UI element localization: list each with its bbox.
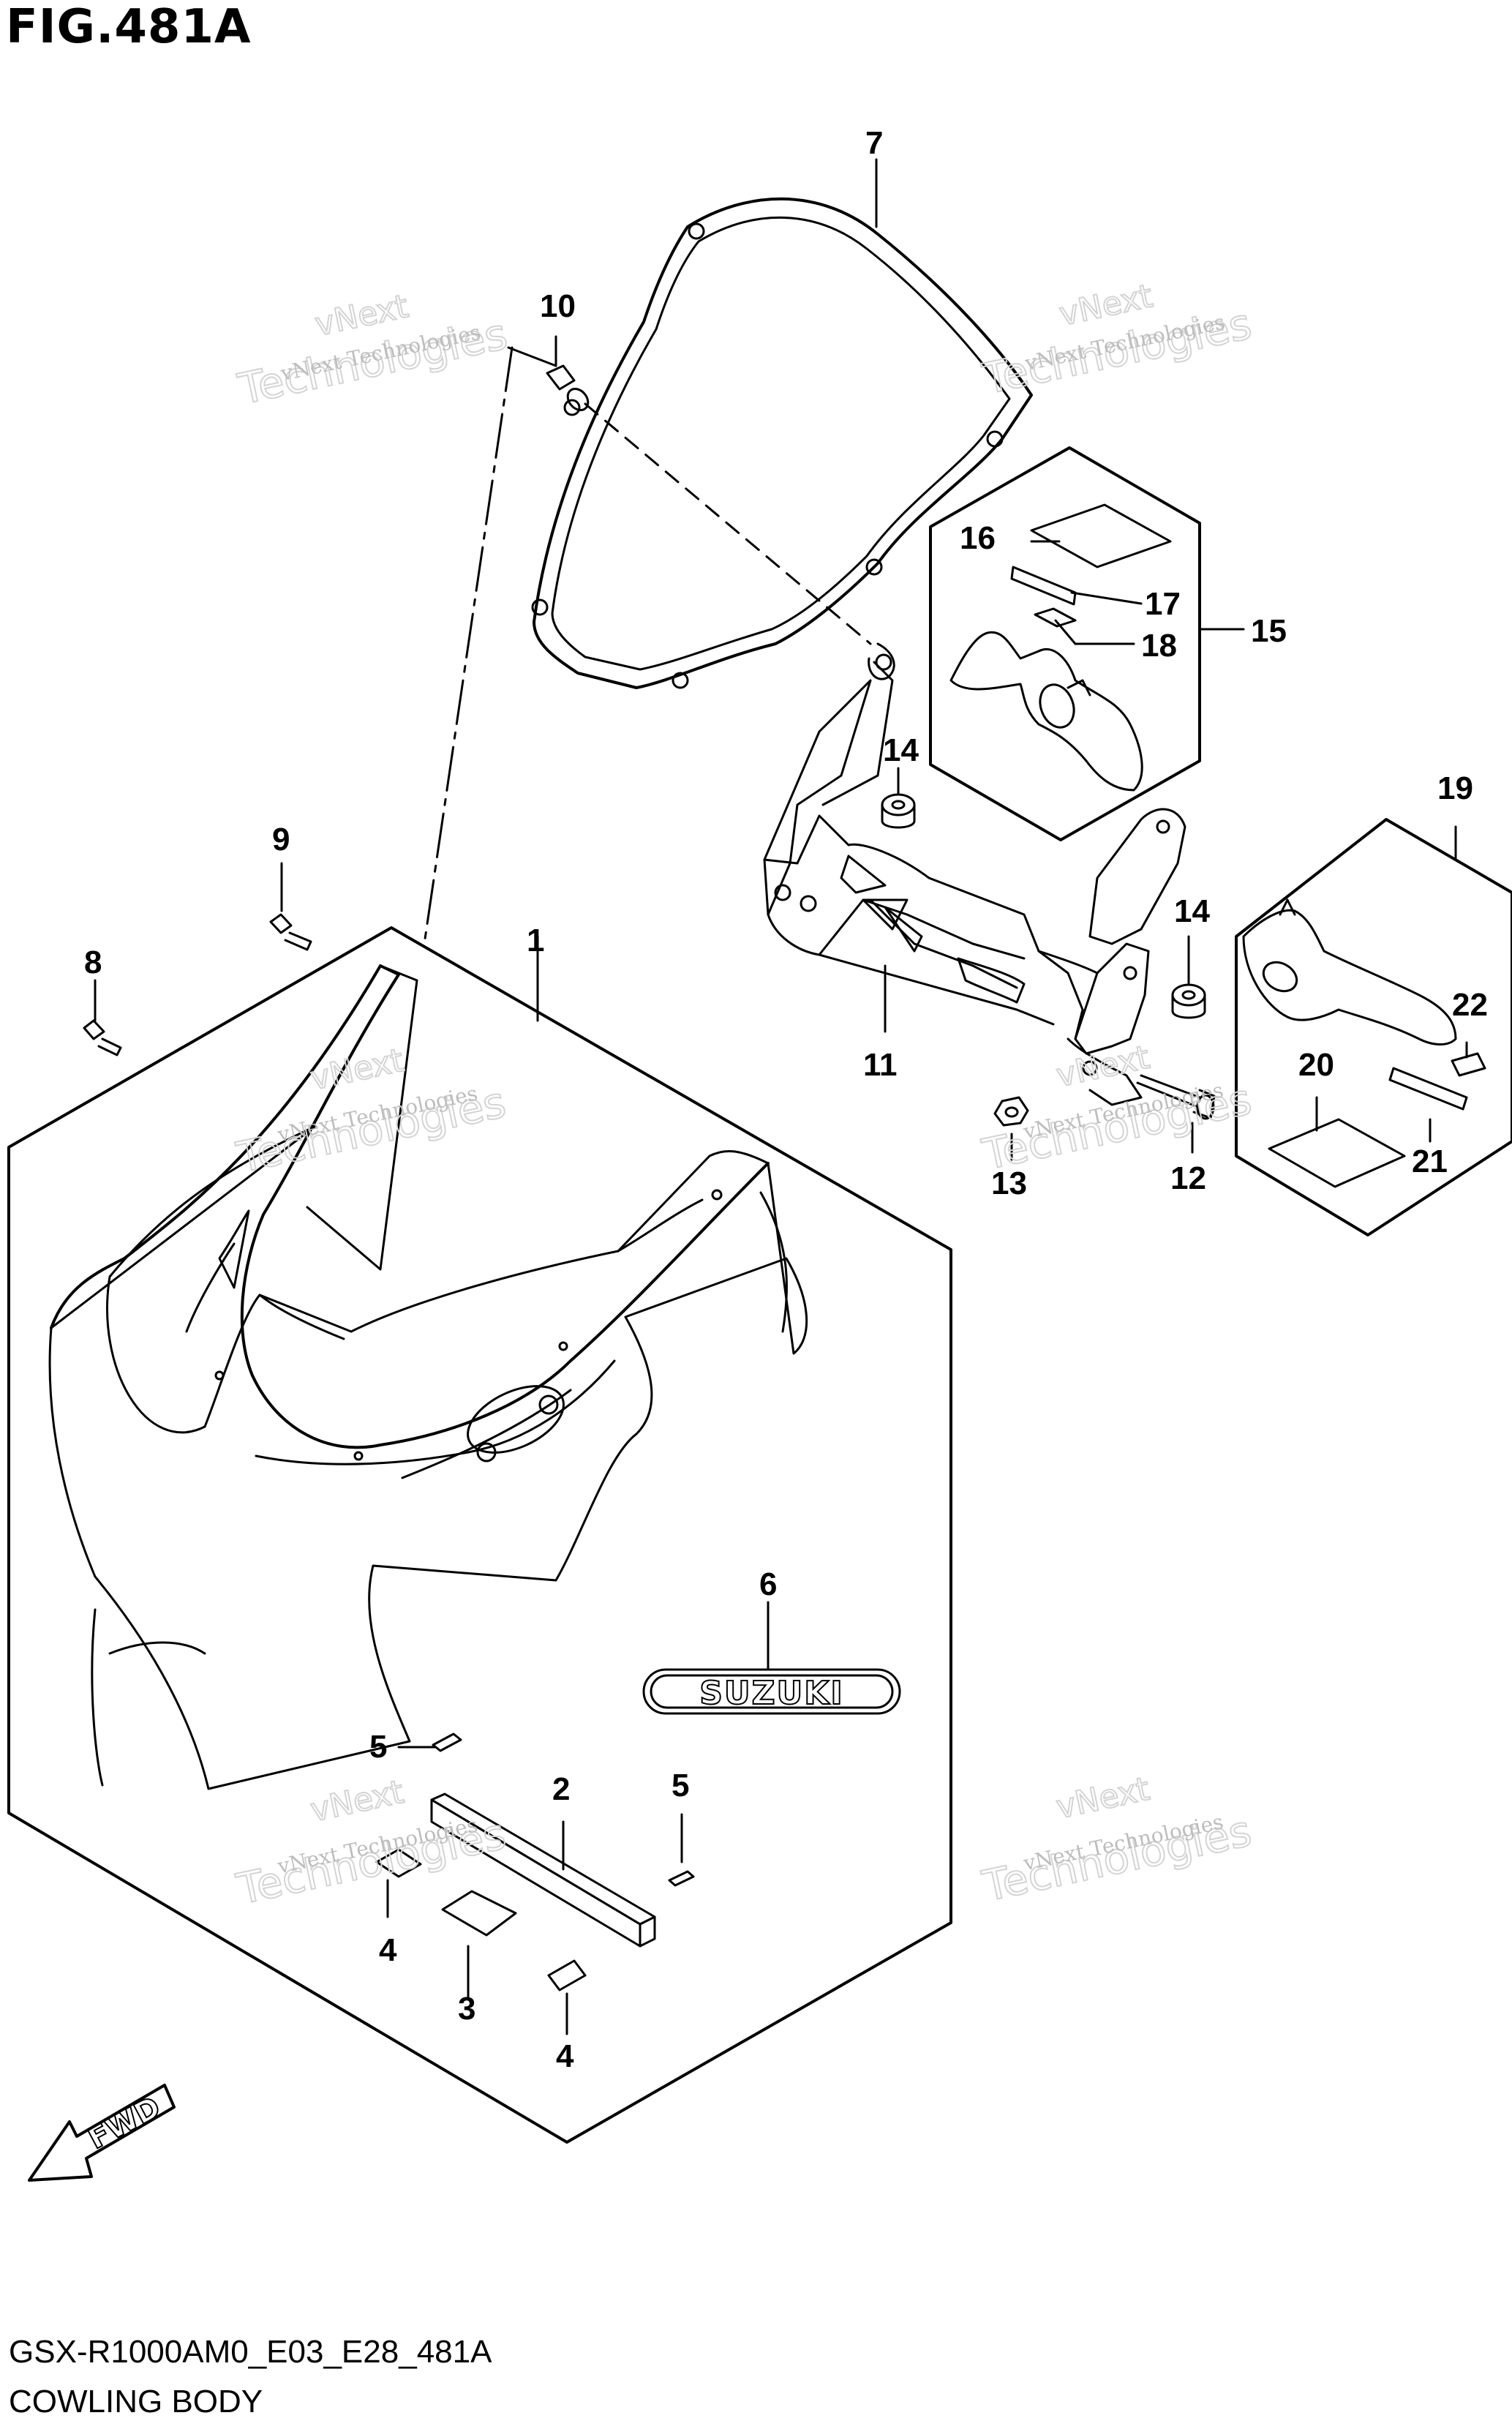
screw-9 [269, 913, 312, 951]
windscreen-part [531, 197, 1033, 689]
watermark-top-left: vNext Technologies vNext Technologies [233, 287, 513, 415]
collar-14-lower [1171, 983, 1206, 1019]
callout-19: 19 [1437, 770, 1473, 806]
callout-14-lower: 14 [1174, 893, 1210, 929]
callout-17: 17 [1145, 586, 1181, 622]
bolt-12 [1136, 1074, 1216, 1120]
callout-11: 11 [863, 1047, 898, 1083]
callout-22: 22 [1452, 987, 1488, 1023]
model-code: GSX-R1000AM0_E03_E28_481A [9, 2334, 492, 2370]
suzuki-emblem-text: SUZUKI [699, 1675, 844, 1712]
callout-2: 2 [552, 1771, 570, 1807]
callout-7: 7 [865, 125, 883, 161]
fwd-arrow [28, 2084, 176, 2182]
callout-4-bottom: 4 [556, 2038, 574, 2074]
mirror-left-parts [949, 503, 1172, 792]
callout-10: 10 [540, 288, 576, 324]
callout-1: 1 [527, 923, 544, 958]
svg-text:vNext: vNext [1053, 1771, 1153, 1827]
callout-5-right: 5 [672, 1768, 689, 1803]
callout-20: 20 [1298, 1047, 1334, 1083]
svg-text:vNext: vNext [307, 1042, 407, 1098]
screw-8 [83, 1019, 122, 1056]
svg-text:vNext: vNext [1053, 1039, 1153, 1095]
mirror-right-parts [1242, 898, 1486, 1188]
callout-5-left: 5 [369, 1729, 387, 1765]
callout-14-upper: 14 [883, 732, 919, 768]
tape-part-2 [430, 1792, 656, 1948]
callout-3: 3 [458, 1991, 475, 2027]
collar-14-upper [881, 793, 916, 829]
watermark-top-right: vNext Technologies vNext Technologies [977, 277, 1257, 405]
callout-6: 6 [759, 1566, 777, 1602]
callout-18: 18 [1141, 628, 1177, 664]
callout-12: 12 [1170, 1160, 1206, 1196]
watermark-bottom-right: vNext Technologies vNext Technologies [977, 1770, 1257, 1912]
section-name: COWLING BODY [9, 2384, 263, 2419]
cowling-kit-box [7, 926, 952, 2144]
callout-13: 13 [991, 1165, 1027, 1201]
fwd-text: FWD [83, 2090, 166, 2156]
svg-text:vNext: vNext [307, 1773, 407, 1830]
nut-13 [993, 1096, 1029, 1127]
shim-part-5-lower [668, 1870, 695, 1887]
watermark-bottom-left: vNext Technologies vNext Technologies [232, 1773, 511, 1915]
pad-part-4-bottom [547, 1959, 587, 1991]
callout-15: 15 [1251, 613, 1287, 649]
pad-part-3 [441, 1890, 517, 1937]
kit-box-19 [1235, 818, 1512, 1236]
suzuki-emblem-part [642, 1668, 901, 1715]
callout-16: 16 [960, 520, 996, 556]
callout-4-left: 4 [379, 1932, 397, 1968]
watermark-mid-left: vNext Technologies vNext Technologies [232, 1041, 511, 1184]
callout-9: 9 [272, 822, 290, 857]
bolt-10 [546, 364, 590, 411]
bracket-part-11 [763, 661, 1186, 1106]
callout-21: 21 [1412, 1144, 1448, 1179]
callout-8: 8 [84, 945, 102, 980]
figure-title: FIG.481A [6, 0, 252, 54]
pad-part-4-left [375, 1848, 422, 1878]
cowling-body-part [48, 964, 808, 1790]
shim-part-5-upper [432, 1732, 462, 1752]
kit-box-15 [929, 446, 1201, 841]
